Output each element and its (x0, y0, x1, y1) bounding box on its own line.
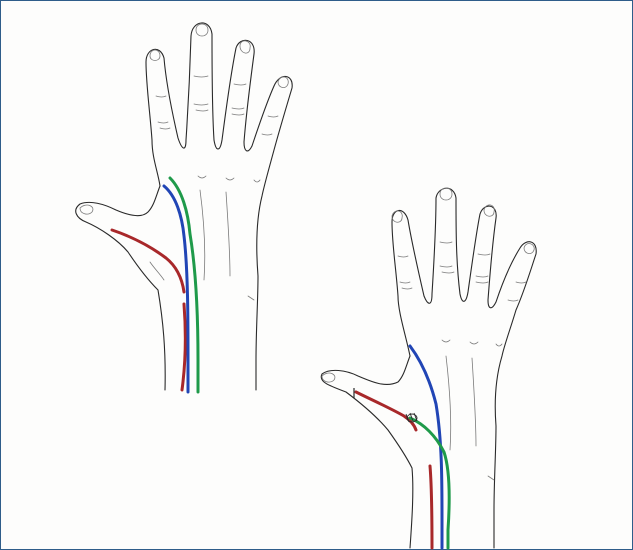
right-nail-index (391, 210, 403, 223)
left-nail-index (149, 49, 161, 61)
right-blue-vessel (408, 344, 444, 550)
left-hand-drawing (75, 22, 293, 394)
left-nail-thumb (79, 204, 94, 215)
right-tendon-lines (445, 355, 495, 481)
right-nail-thumb (321, 372, 336, 383)
right-nail-ring (483, 204, 495, 217)
right-hand-drawing (320, 187, 537, 550)
left-red-wrist-segment (180, 302, 187, 392)
right-anastomosis-marker (405, 412, 418, 423)
left-blue-vessel (162, 184, 190, 394)
right-nail-little (523, 243, 535, 254)
right-knuckle-creases (397, 241, 527, 347)
right-hand-outline (320, 187, 537, 549)
left-red-thumb-segment (110, 228, 186, 294)
right-red-wrist-segment (428, 464, 434, 550)
left-tendon-lines (149, 189, 255, 301)
left-nail-little (277, 76, 289, 88)
left-green-vessel (168, 176, 200, 394)
left-nail-middle (195, 23, 209, 37)
left-hand-outline (75, 22, 293, 391)
right-green-vessel (408, 416, 451, 550)
right-nail-middle (439, 187, 453, 201)
left-nail-ring (239, 40, 251, 54)
left-knuckle-creases (155, 75, 279, 183)
right-red-thumb-segment (354, 390, 418, 432)
